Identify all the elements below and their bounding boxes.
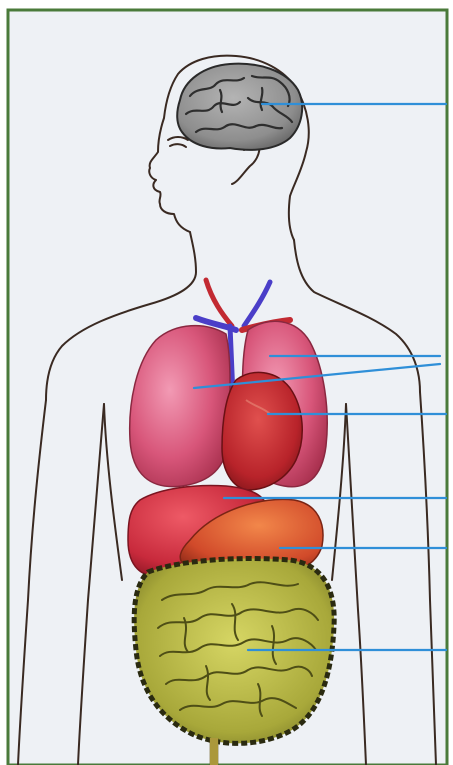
brain-icon <box>177 64 302 150</box>
